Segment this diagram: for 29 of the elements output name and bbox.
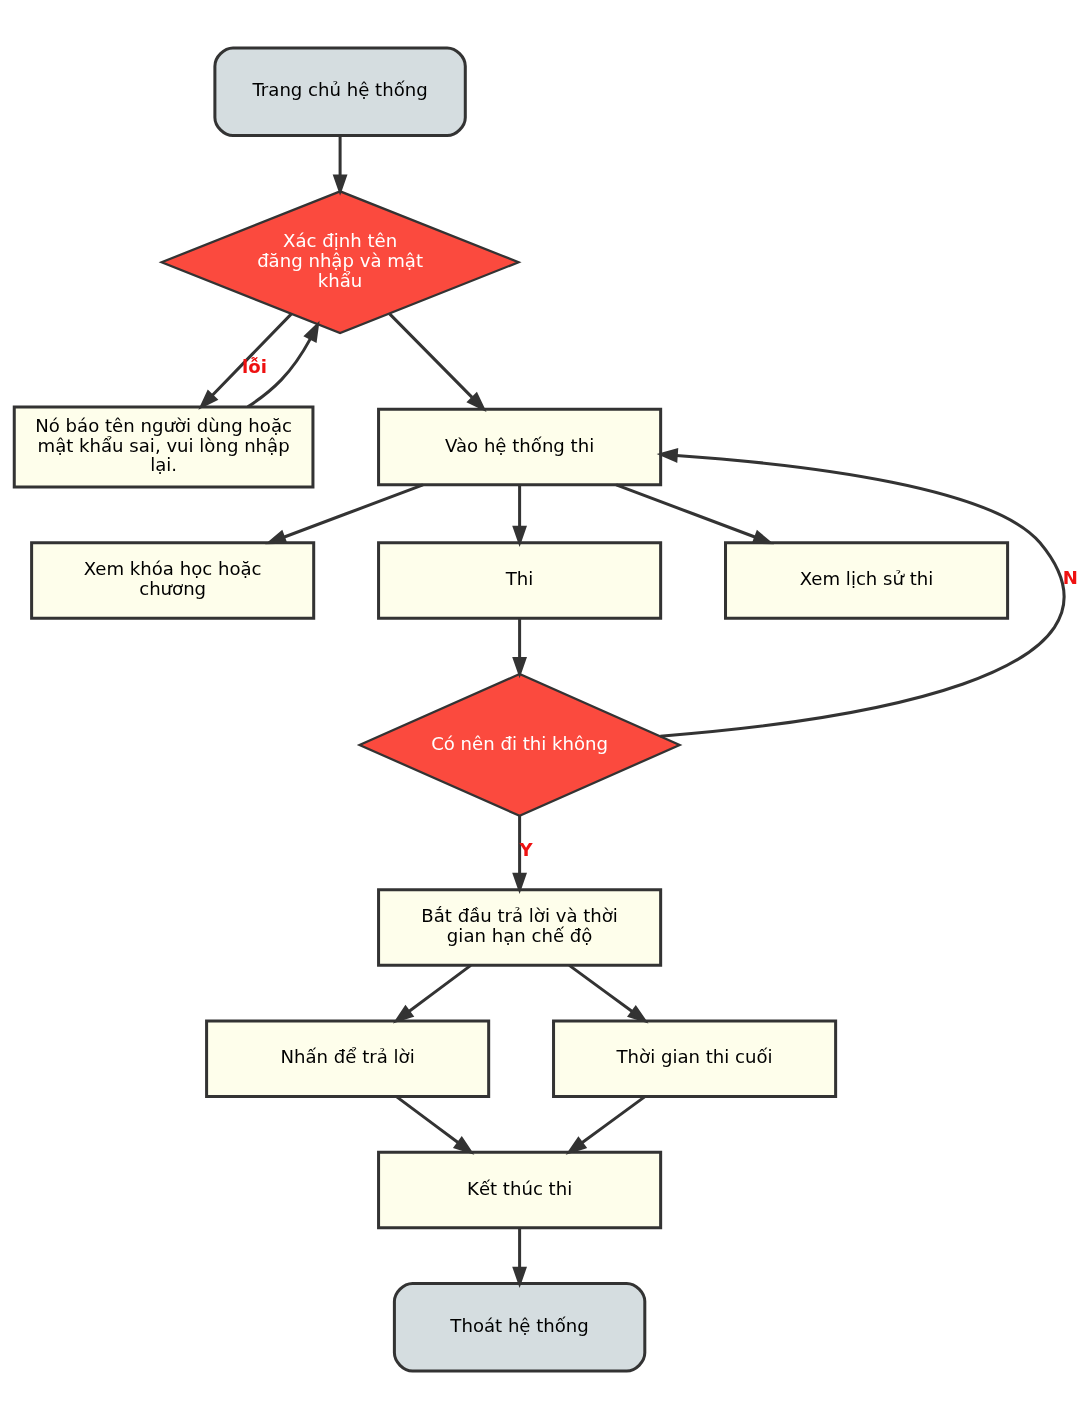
arrow [388, 312, 487, 413]
edge-label: N [1062, 566, 1078, 588]
node-box: Trang chủ hệ thống [213, 46, 467, 138]
node-diamond: Có nên đi thi không [356, 672, 683, 818]
node-box: Xem khóa học hoặc chương [30, 541, 316, 620]
arrow [656, 448, 1065, 738]
arrow [392, 964, 472, 1024]
node-box: Thời gian thi cuối [552, 1019, 838, 1098]
arrow [512, 484, 527, 547]
arrow [198, 312, 293, 410]
node-box: Vào hệ thống thi [377, 407, 663, 487]
arrow [565, 1095, 646, 1155]
node-box: Kết thúc thi [377, 1150, 663, 1230]
node-box: Bắt đầu trả lời và thời gian hạn chế độ [377, 888, 663, 967]
arrow [568, 964, 649, 1024]
node-box: Thoát hệ thống [392, 1281, 647, 1373]
arrow [512, 618, 527, 679]
arrow [246, 320, 320, 409]
arrow [615, 483, 775, 545]
arrow [395, 1095, 475, 1155]
node-diamond: Xác định tên đăng nhập và mật khẩu [158, 190, 522, 335]
arrow [332, 135, 348, 196]
edge-label: lỗi [242, 356, 267, 378]
node-box: Nhấn để trả lời [205, 1019, 491, 1098]
node-box: Thi [377, 541, 663, 620]
node-box: Nó báo tên người dùng hoặc mật khẩu sai, vui lòng nhập lại. [12, 405, 315, 489]
arrow [265, 483, 424, 545]
arrow [512, 1228, 527, 1288]
node-box: Xem lịch sử thi [724, 541, 1010, 620]
